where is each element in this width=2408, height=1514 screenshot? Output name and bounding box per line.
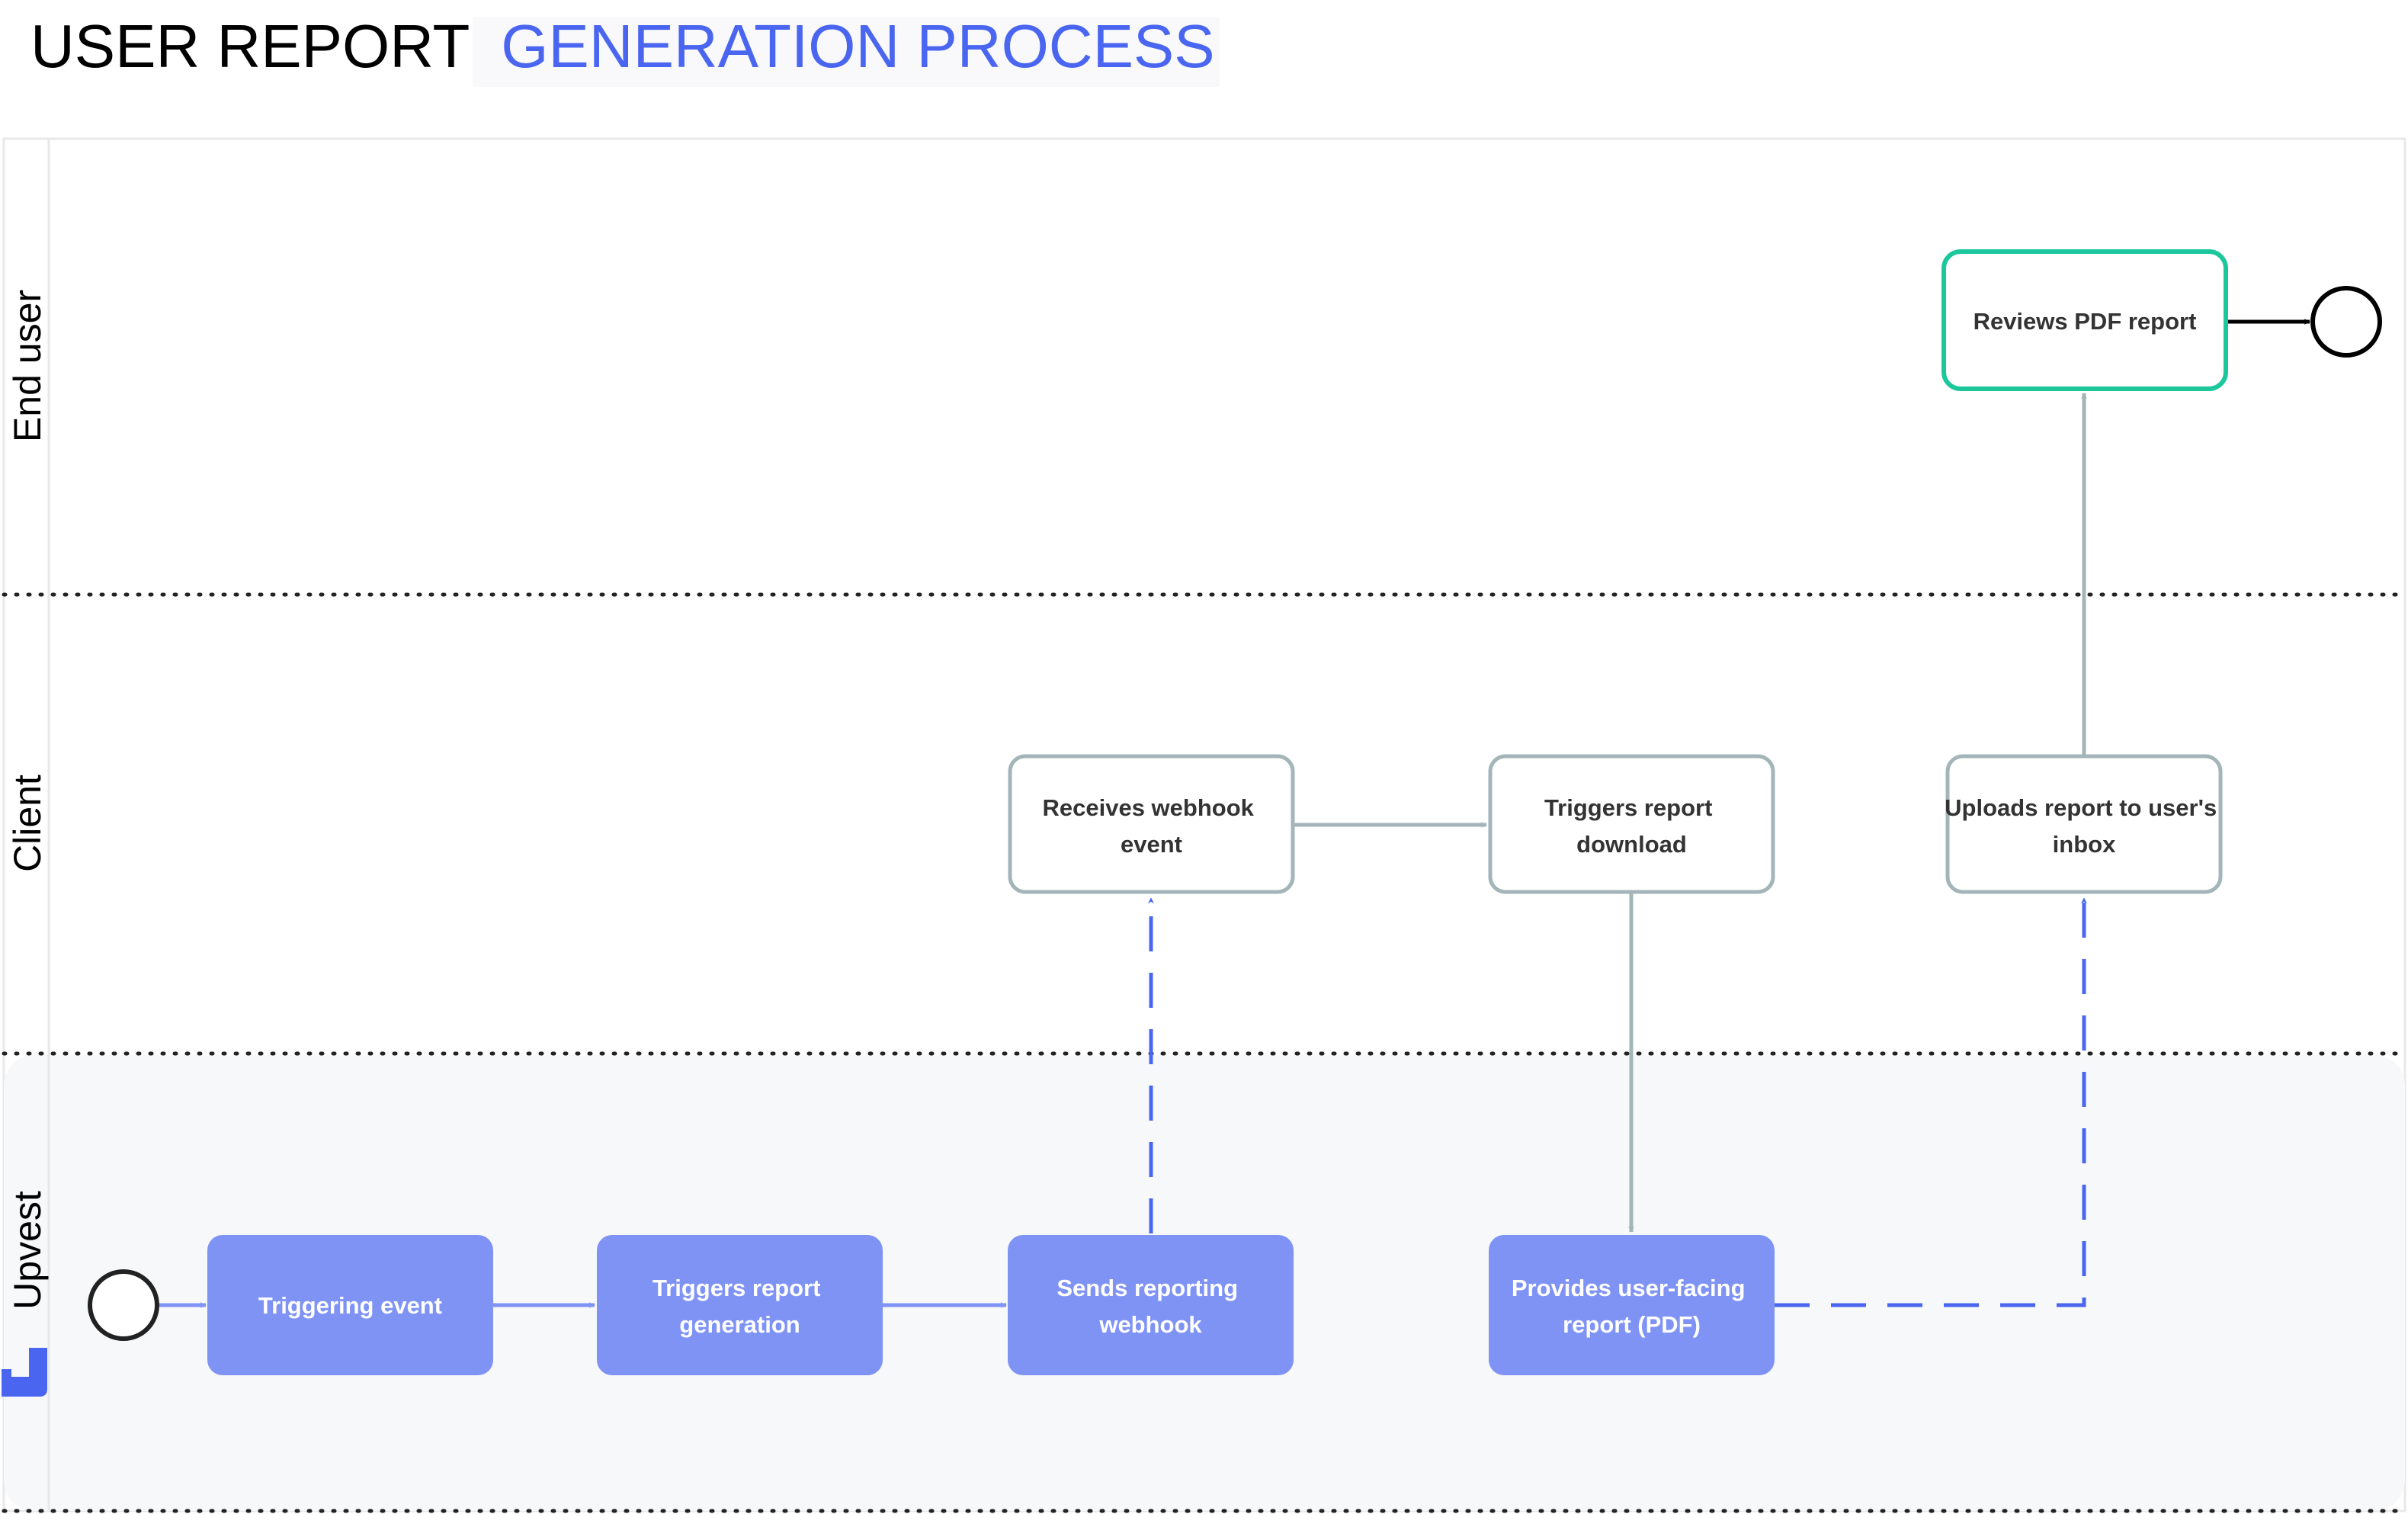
task-label: Reviews PDF report (1974, 308, 2197, 335)
label-line-1: Triggers report (1544, 794, 1713, 821)
lane-label-client: Client (6, 775, 49, 872)
task-label: Triggering event (258, 1292, 442, 1319)
label-line-2: generation (679, 1311, 800, 1338)
upvest-logo-icon (2, 1348, 47, 1397)
label-line-2: webhook (1098, 1311, 1202, 1338)
task-triggering-event[interactable]: Triggering event (207, 1235, 493, 1375)
title-background (473, 17, 1220, 87)
task-provides-user-facing-report[interactable]: Provides user-facing report (PDF) (1489, 1235, 1775, 1375)
task-triggers-report-generation[interactable]: Triggers report generation (597, 1235, 883, 1375)
task-sends-reporting-webhook[interactable]: Sends reporting webhook (1008, 1235, 1294, 1375)
task-uploads-report-to-inbox[interactable]: Uploads report to user's inbox (1945, 754, 2224, 894)
page-title: USER REPORT GENERATION PROCESS (30, 12, 1215, 80)
task-triggers-report-download[interactable]: Triggers report download (1488, 754, 1775, 894)
sequence-flows (159, 319, 2310, 1308)
task-label: Sends reporting webhook (1057, 1275, 1244, 1338)
label-line-2: event (1121, 831, 1182, 858)
label-line-1: Triggering event (258, 1292, 442, 1319)
task-label: Triggers report generation (653, 1275, 827, 1338)
title-part-2: GENERATION PROCESS (501, 12, 1214, 80)
task-label: Provides user-facing report (PDF) (1512, 1275, 1752, 1338)
task-label: Triggers report download (1544, 794, 1719, 858)
task-label: Receives webhook event (1042, 794, 1260, 858)
lane-label-end-user: End user (6, 290, 49, 442)
task-receives-webhook-event[interactable]: Receives webhook event (1008, 754, 1295, 894)
label-line-2: inbox (2053, 831, 2116, 858)
message-provides-to-upload (1775, 897, 2087, 1307)
label-line-1: Triggers report (653, 1275, 821, 1301)
start-event (88, 1269, 159, 1341)
task-label: Uploads report to user's inbox (1945, 794, 2224, 858)
label-line-1: Receives webhook (1042, 794, 1254, 821)
end-event (2310, 286, 2382, 358)
label-line-2: download (1576, 831, 1687, 858)
title-part-1: USER REPORT (30, 12, 470, 80)
label-line-1: Reviews PDF report (1974, 308, 2197, 335)
label-line-1: Sends reporting (1057, 1275, 1238, 1301)
label-line-1: Uploads report to user's (1945, 794, 2217, 821)
label-line-2: report (PDF) (1563, 1311, 1701, 1338)
label-line-1: Provides user-facing (1512, 1275, 1746, 1301)
lane-label-upvest: Upvest (6, 1191, 49, 1310)
task-reviews-pdf-report[interactable]: Reviews PDF report (1941, 249, 2228, 391)
